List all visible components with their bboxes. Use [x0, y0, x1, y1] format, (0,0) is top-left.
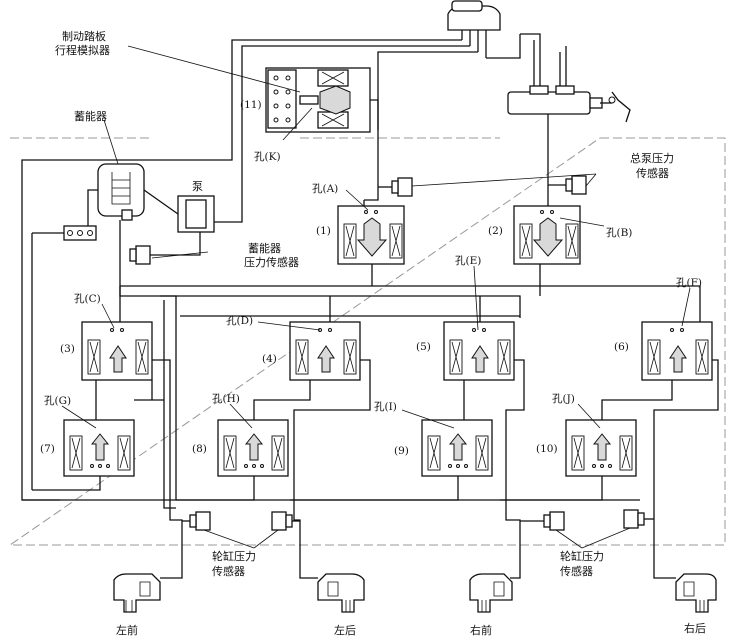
valve-2 — [513, 205, 581, 265]
label-valve-4: (4) — [262, 353, 277, 365]
master-pressure-sensor-2 — [565, 175, 587, 195]
label-orifice-g: 孔(G) — [44, 394, 71, 407]
label-orifice-d: 孔(D) — [226, 314, 253, 327]
label-valve-11: (11) — [240, 99, 262, 111]
label-valve-9: (9) — [394, 445, 409, 457]
label-wheel-front-left: 左前 — [116, 623, 138, 637]
valve-1 — [337, 205, 405, 265]
label-orifice-h: 孔(H) — [212, 392, 240, 405]
wheel-pressure-sensor-rl — [271, 511, 293, 531]
valve-10 — [565, 419, 637, 477]
label-wheel-sensor-left-1: 轮缸压力 — [212, 549, 256, 563]
leader-lines — [61, 45, 691, 549]
wheel-cylinder-rear-left — [317, 573, 365, 613]
reservoir — [447, 0, 501, 58]
label-wheel-rear-right: 右后 — [684, 621, 706, 635]
label-orifice-a: 孔(A) — [312, 182, 338, 195]
valve-4 — [289, 321, 361, 381]
stroke-simulator — [265, 67, 371, 133]
check-valve — [63, 225, 97, 241]
label-valve-2: (2) — [488, 225, 503, 237]
valve-7 — [63, 419, 135, 477]
valve-8 — [217, 419, 289, 477]
label-wheel-front-right: 右前 — [470, 623, 492, 637]
label-valve-8: (8) — [192, 443, 207, 455]
label-wheel-rear-left: 左后 — [334, 624, 356, 637]
label-master-sensor-1: 总泵压力 — [630, 151, 674, 165]
label-orifice-f: 孔(F) — [676, 276, 702, 289]
master-cylinder — [507, 33, 631, 123]
label-accumulator: 蓄能器 — [74, 109, 107, 123]
wheel-cylinder-rear-right — [675, 573, 717, 613]
valve-6 — [641, 321, 713, 381]
actuator-boundary — [8, 137, 726, 546]
label-pedal-simulator-1: 制动踏板 — [62, 29, 106, 43]
label-wheel-sensor-right-2: 传感器 — [560, 565, 593, 578]
label-valve-1: (1) — [316, 225, 331, 237]
valve-5 — [443, 321, 515, 381]
label-orifice-c: 孔(C) — [74, 292, 101, 305]
pump — [177, 195, 215, 233]
accumulator — [97, 163, 145, 221]
valve-3 — [81, 321, 153, 381]
master-pressure-sensor-1 — [391, 177, 413, 197]
label-valve-5: (5) — [416, 341, 431, 353]
label-accumulator-sensor-1: 蓄能器 — [248, 241, 281, 255]
label-wheel-sensor-right-1: 轮缸压力 — [560, 549, 604, 563]
label-valve-7: (7) — [40, 443, 55, 455]
label-orifice-j: 孔(J) — [552, 392, 575, 405]
wheel-pressure-sensor-fr — [543, 511, 565, 531]
label-accumulator-sensor-2: 压力传感器 — [244, 256, 299, 269]
label-valve-6: (6) — [614, 341, 629, 353]
wheel-pressure-sensor-fl — [189, 511, 211, 531]
label-master-sensor-2: 传感器 — [636, 167, 669, 180]
label-pedal-simulator-2: 行程模拟器 — [55, 43, 110, 57]
label-wheel-sensor-left-2: 传感器 — [212, 565, 245, 578]
wheel-cylinder-front-left — [113, 573, 161, 613]
label-orifice-k: 孔(K) — [254, 150, 281, 163]
valve-9 — [421, 419, 493, 477]
label-valve-10: (10) — [536, 443, 558, 455]
wheel-pressure-sensor-rr — [623, 509, 645, 529]
label-orifice-e: 孔(E) — [455, 254, 481, 267]
wheel-cylinder-front-right — [469, 573, 513, 613]
accumulator-pressure-sensor — [129, 245, 151, 265]
label-pump: 泵 — [192, 180, 203, 193]
label-orifice-i: 孔(I) — [374, 400, 397, 413]
label-valve-3: (3) — [60, 343, 75, 355]
label-orifice-b: 孔(B) — [606, 226, 632, 239]
